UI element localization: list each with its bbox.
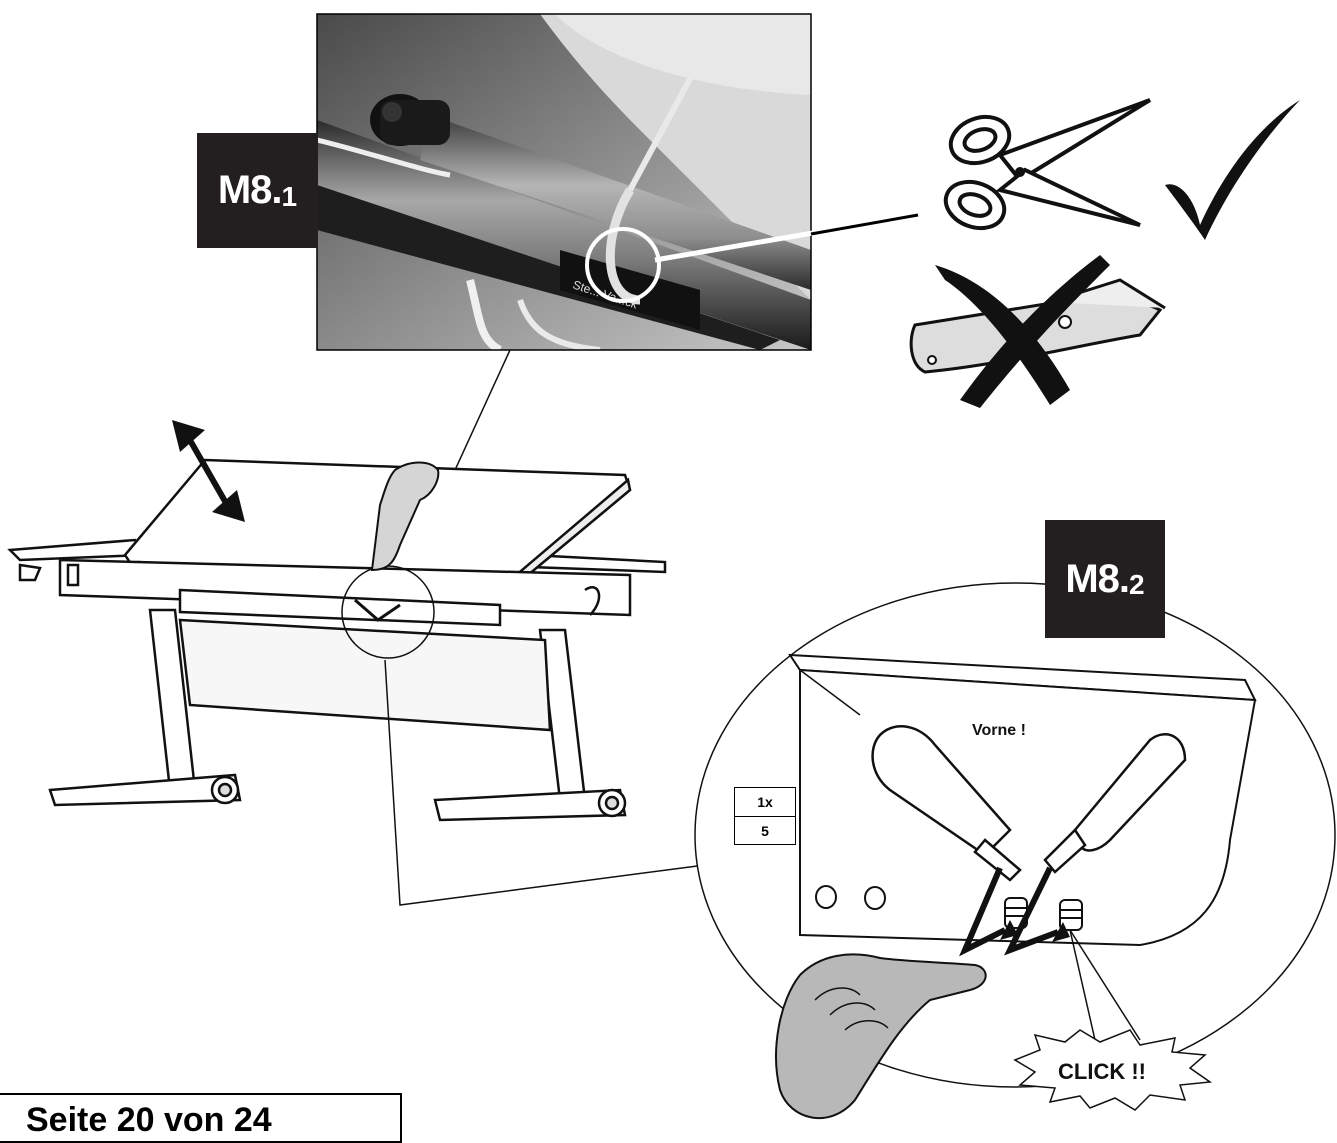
closeup-photo: Ste... Va...ck: [317, 14, 811, 350]
click-text: CLICK !!: [1058, 1059, 1146, 1084]
step-label-main: M8.: [1065, 556, 1130, 601]
step-label-m8-2: M8.2: [1045, 520, 1165, 638]
scissors-icon: [943, 98, 1152, 231]
quantity-count: 1x: [757, 794, 773, 810]
page-number: Seite 20 von 24: [26, 1101, 272, 1139]
part-number: 5: [735, 816, 795, 845]
step-label-sub: 1: [281, 180, 298, 212]
page-footer: Seite 20 von 24: [0, 1093, 402, 1143]
step-label-sub: 2: [1129, 569, 1145, 600]
step-label-m8-1: M8.1: [197, 133, 318, 248]
check-mark-icon: [1165, 100, 1300, 240]
step-label-main: M8.: [217, 168, 283, 212]
front-note: Vorne !: [972, 722, 1026, 739]
detail-view: [694, 582, 1336, 1119]
desk-drawing: [7, 349, 667, 822]
cross-mark-icon: [935, 255, 1110, 408]
quantity-box: 1x 5: [734, 787, 796, 845]
tilt-arrow-icon: [172, 420, 245, 522]
click-callout: [1013, 1029, 1213, 1111]
